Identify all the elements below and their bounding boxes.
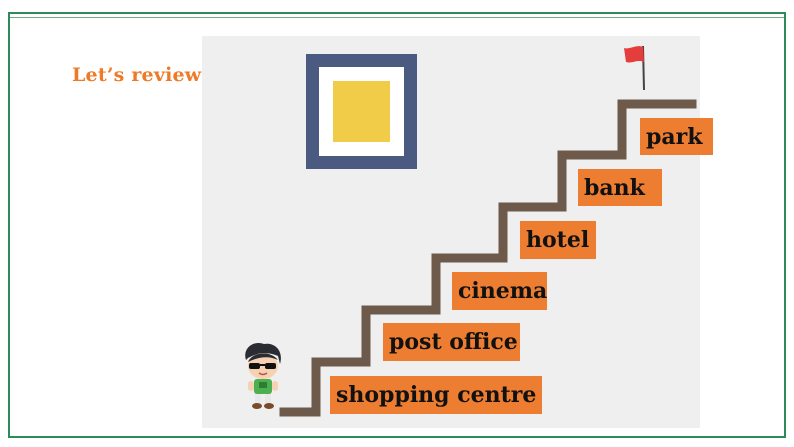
frame-right-line (784, 12, 786, 438)
frame-top-line (8, 12, 786, 14)
step-shopping-centre[interactable]: shopping centre (330, 376, 542, 414)
wall-picture-frame (306, 54, 417, 169)
cartoon-boy-icon (245, 342, 281, 409)
step-hotel[interactable]: hotel (520, 221, 596, 259)
page-title: Let’s review (72, 64, 202, 86)
frame-left-line (8, 12, 10, 438)
step-bank[interactable]: bank (578, 169, 662, 206)
wall-picture-mat (319, 67, 404, 156)
step-park[interactable]: park (640, 118, 713, 155)
red-flag-icon (624, 45, 645, 91)
wall-picture-art (333, 81, 390, 142)
frame-top-inner-line (8, 17, 786, 18)
step-cinema[interactable]: cinema (452, 272, 547, 310)
scene-background (202, 36, 700, 428)
step-post-office[interactable]: post office (383, 323, 520, 361)
frame-bottom-line (8, 436, 786, 438)
staircase-outline (279, 99, 697, 417)
